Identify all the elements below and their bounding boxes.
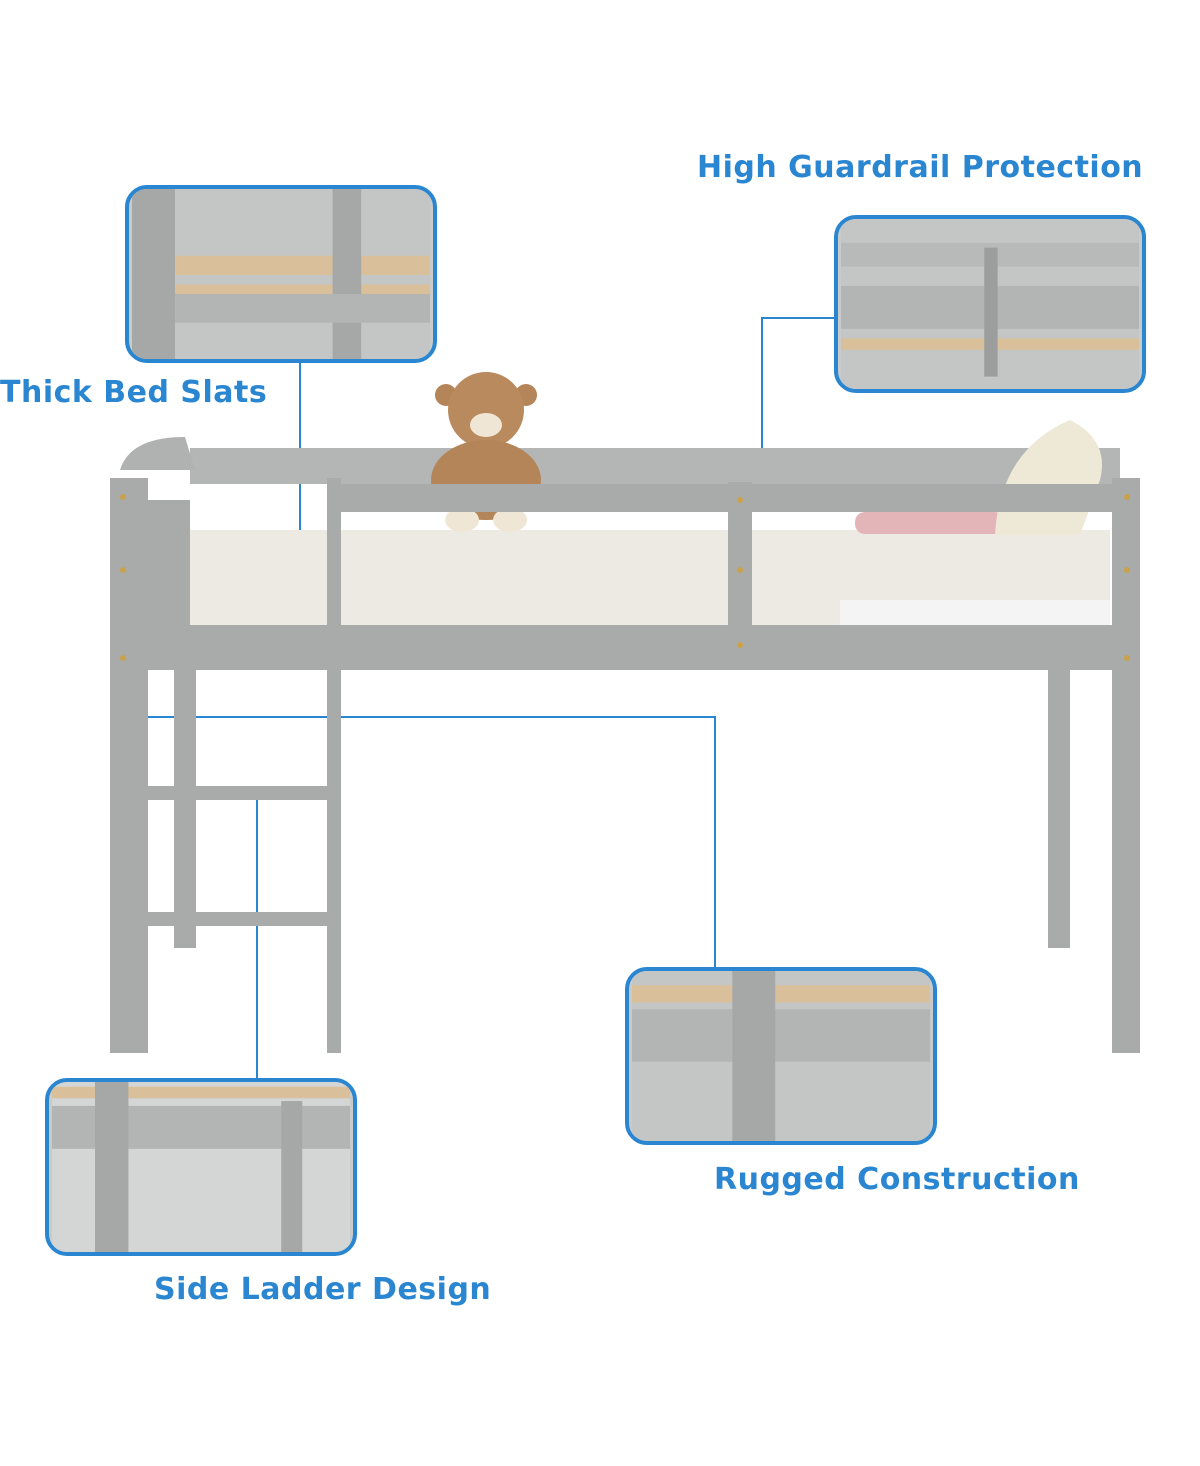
inset-bed-slats (125, 185, 437, 363)
callout-high-guardrail: High Guardrail Protection (697, 150, 1144, 185)
inset-rugged-construction (625, 967, 937, 1145)
callout-side-ladder: Side Ladder Design (154, 1272, 492, 1307)
callout-thick-bed-slats: Thick Bed Slats (0, 375, 268, 410)
callout-rugged-construction: Rugged Construction (714, 1162, 1080, 1197)
inset-side-ladder (45, 1078, 357, 1256)
inset-guardrail (834, 215, 1146, 393)
